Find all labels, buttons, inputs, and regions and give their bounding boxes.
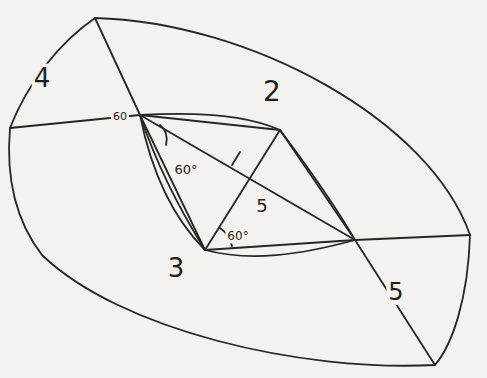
divider-line	[355, 240, 435, 365]
rhombus-edge	[140, 115, 355, 250]
region-number: 2	[261, 77, 283, 108]
tick-mark	[232, 152, 240, 165]
curve-line	[140, 115, 205, 250]
angle-arc	[160, 125, 167, 145]
region-number: 4	[32, 64, 53, 93]
point-label: 5	[254, 196, 269, 216]
angle-label: 60°	[172, 163, 199, 177]
region-number: 3	[166, 254, 187, 283]
inner-outline	[140, 114, 355, 256]
outer-outline	[9, 18, 470, 366]
diagonal-line	[140, 115, 355, 240]
divider-line	[355, 235, 470, 240]
divider-line	[95, 18, 140, 115]
angle-label: 60	[111, 111, 129, 123]
diagonal-line	[205, 130, 280, 250]
region-number: 5	[386, 279, 405, 305]
angle-label: 60°	[225, 230, 250, 243]
